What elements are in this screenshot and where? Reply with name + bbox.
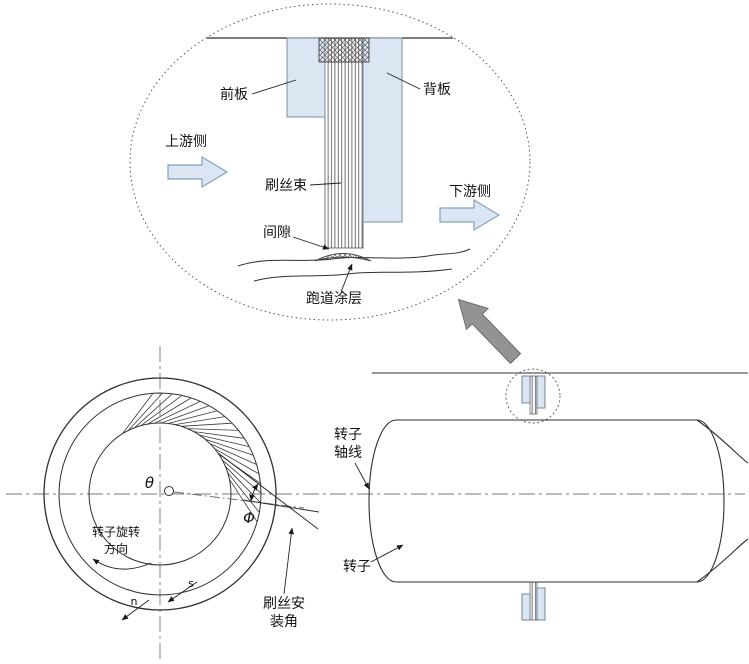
- install-angle-leader-arrow: [283, 527, 294, 595]
- rotor-right-lower-taper: [696, 538, 749, 583]
- install-angle-label-line1: 刷丝安: [263, 596, 305, 612]
- rotor-axis-label-line1: 转子: [334, 427, 362, 443]
- theta-label: θ: [145, 474, 154, 492]
- rotor-left-end-arc: [368, 419, 397, 583]
- bristle-pack-shape: [324, 37, 364, 249]
- mini-seal-top: [505, 368, 561, 424]
- phi-angle-arc: [249, 483, 259, 502]
- rotor-label: 转子: [343, 559, 371, 575]
- s-label: s: [188, 577, 194, 590]
- tangent-reference-line: [242, 499, 320, 513]
- mini-seal-callout-circle: [505, 368, 561, 424]
- backing-ring-circle: [58, 392, 262, 596]
- rotor-right-end-arc: [696, 419, 725, 583]
- clamp-crosshatch-shape: [318, 37, 370, 63]
- downstream-label: 下游侧: [449, 184, 491, 200]
- bristle-pack-label: 刷丝束: [265, 178, 307, 194]
- front-plate-label: 前板: [220, 86, 248, 103]
- bristle-hatch-lines: [122, 392, 262, 523]
- front-plate-leader: [251, 79, 297, 95]
- back-plate-label: 背板: [423, 82, 451, 98]
- center-point-circle: [164, 486, 174, 496]
- rotor-axis-leader-arrow: [354, 462, 370, 490]
- n-label: n: [131, 595, 138, 608]
- upstream-flow-arrow-icon: [167, 155, 229, 189]
- back-plate-leader: [386, 72, 421, 90]
- s-direction-arrow: [167, 581, 198, 603]
- rotor-axis-label-line2: 轴线: [334, 445, 362, 461]
- zoom-callout-arrow-icon: [457, 298, 522, 365]
- coating-label: 跑道涂层: [306, 291, 362, 307]
- outer-ring-circle: [43, 377, 277, 611]
- runway-surface-upper-line: [237, 248, 471, 267]
- mini-seal-bottom: [521, 581, 546, 621]
- rotation-direction-arrow: [92, 558, 152, 570]
- clearance-label: 间隙: [263, 225, 291, 241]
- side-view: 转子 轴线 转子: [334, 368, 749, 621]
- rotor-leader-arrow: [370, 544, 404, 563]
- n-direction-arrow: [121, 599, 150, 621]
- radius-centerline: [173, 491, 305, 509]
- bore-circle: [88, 422, 232, 566]
- install-angle-label-line2: 装角: [270, 614, 298, 630]
- downstream-flow-arrow-icon: [439, 198, 501, 232]
- runway-coating-shape: [314, 253, 372, 262]
- front-view: θ 转子旋转 方向 Φ s n 刷丝安 装角: [43, 377, 320, 630]
- rotation-direction-label-line1: 转子旋转: [92, 524, 140, 539]
- coating-leader-arrow: [340, 263, 353, 293]
- clearance-leader-arrow: [292, 236, 330, 250]
- detail-view: 前板 背板 上游侧 刷丝束 下游侧 间隙 跑道涂层: [129, 3, 531, 321]
- phi-label: Φ: [243, 509, 255, 527]
- rotor-right-upper-taper: [696, 419, 749, 464]
- back-plate-shape: [362, 37, 403, 223]
- upstream-label: 上游侧: [165, 134, 207, 150]
- bristle-pack-leader: [309, 182, 342, 186]
- bristle-direction-line: [217, 452, 319, 530]
- rotation-direction-label-line2: 方向: [104, 541, 128, 556]
